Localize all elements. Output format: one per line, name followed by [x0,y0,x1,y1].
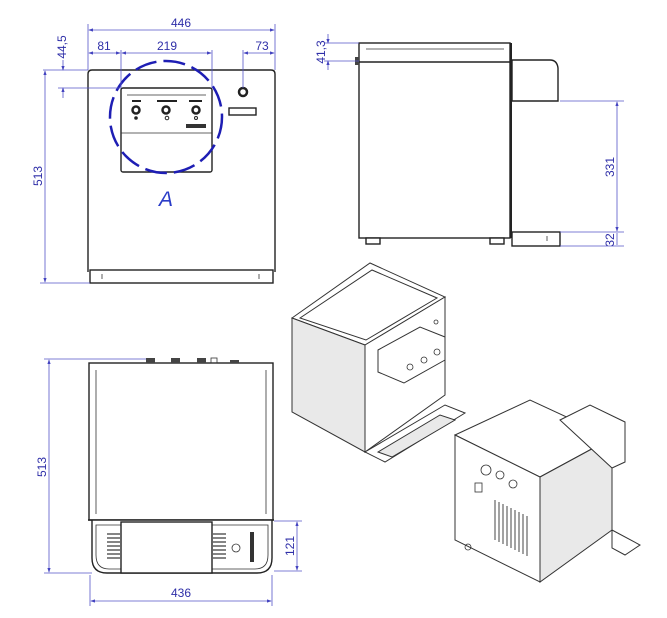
dim-right-offset: 73 [255,39,269,53]
isometric-front-view [290,262,467,463]
side-drip-tray [511,231,561,247]
dim-tray-height: 32 [603,233,617,247]
brand-logo [186,124,206,128]
dim-top-offset: 44,5 [55,35,69,59]
dim-width: 436 [171,586,191,600]
top-view: 513 121 436 [35,357,302,606]
dim-height: 513 [31,166,45,186]
isometric-back-view [453,399,641,583]
front-base [89,269,274,284]
brand-logo [250,532,254,562]
dim-tray-depth: 121 [283,536,297,556]
top-spout-box [120,521,213,574]
side-body [358,42,511,239]
dim-depth: 513 [35,457,49,477]
dim-spout-height: 331 [603,157,617,177]
dim-top-band: 41,3 [314,40,328,64]
detail-label: A [157,188,173,211]
dim-overall-width: 446 [171,16,191,30]
dim-left-offset: 81 [97,39,111,53]
side-spout [511,59,559,102]
tap-buttons [131,100,202,121]
top-body [88,362,274,521]
detail-circle-a [108,59,224,175]
dim-panel-width: 219 [157,39,177,53]
display-slot [228,107,257,116]
side-view: 41,3 331 32 [314,34,624,247]
front-view: A 446 81 219 73 44,5 513 [31,16,276,284]
